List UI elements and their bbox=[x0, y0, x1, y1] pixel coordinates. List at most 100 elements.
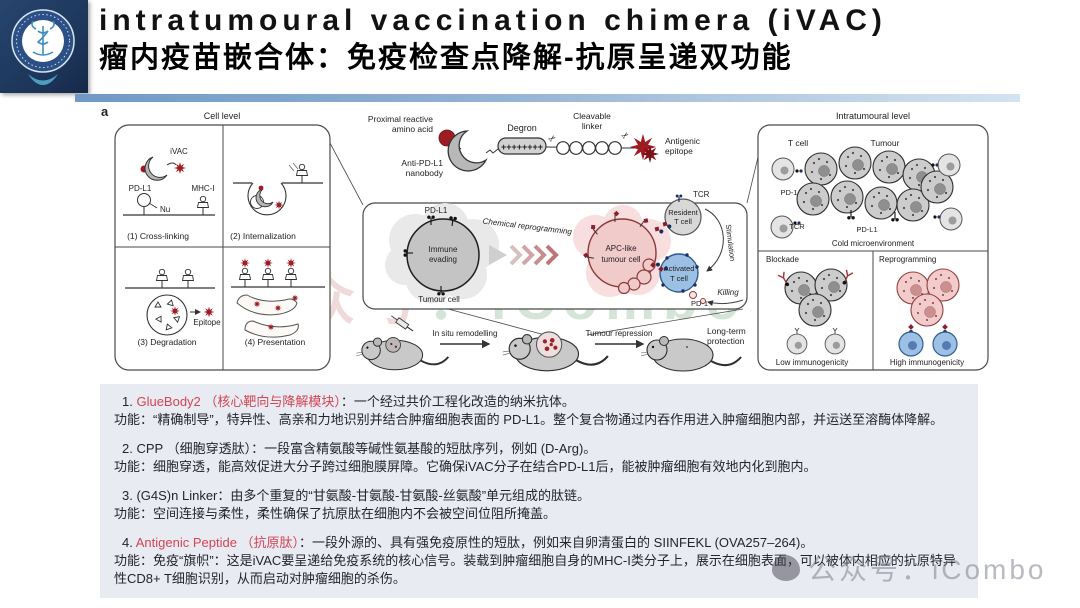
apc-like-cell bbox=[910, 293, 944, 327]
nanobody-crescent-large bbox=[447, 130, 488, 172]
reactive-aa-dot bbox=[258, 185, 264, 191]
apc-like-label2: tumour cell bbox=[601, 255, 640, 264]
activated-t-cell bbox=[659, 253, 699, 293]
step-degradation: Epitope (3) Degradation bbox=[125, 268, 221, 347]
tcr-label: TCR bbox=[789, 222, 805, 231]
cold-microenvironment-label: Cold microenvironment bbox=[832, 239, 915, 248]
pd1-label: PD-1 bbox=[780, 188, 797, 197]
epitope-star bbox=[274, 200, 284, 210]
step2-caption: (2) Internalization bbox=[230, 231, 296, 241]
activated-label2: T cell bbox=[670, 274, 688, 283]
seal-swoosh bbox=[28, 74, 58, 85]
note-function-text: 功能：空间连接与柔性，柔性确保了抗原肽在细胞内不会被空间位阻所掩盖。 bbox=[114, 506, 557, 521]
nu-pointer bbox=[148, 202, 158, 209]
pd1-pdl1-contacts bbox=[793, 163, 941, 225]
reprogramming-label: Reprogramming bbox=[879, 255, 936, 264]
mouse-tail bbox=[575, 355, 609, 366]
epitope-star bbox=[286, 258, 296, 268]
watermark-corner: 公众号：iCombo bbox=[772, 548, 1046, 588]
antigenic-epitope-label2: epitope bbox=[665, 146, 693, 156]
mouse-timeline: In situ remodelling Tumour repression bbox=[356, 315, 746, 372]
immune-evading-tumour-cell bbox=[406, 218, 480, 292]
tumour-cell bbox=[804, 152, 838, 186]
tumour-cell-label: Tumour cell bbox=[418, 295, 460, 304]
institution-seal bbox=[11, 9, 75, 85]
pdl1-label: PD-L1 bbox=[856, 225, 877, 234]
figure-panel-a: a Cell level iVAC PD-L1 Nu MHC-I bbox=[101, 105, 989, 372]
reprogramming-chevrons bbox=[509, 244, 559, 266]
linker-bead-chain bbox=[556, 141, 622, 155]
note-item-4: 4. Antigenic Peptide （抗原肽）：一段外源的、具有强免疫原性… bbox=[114, 534, 964, 588]
activated-t-cell-studs bbox=[661, 253, 699, 293]
ivac-label: iVAC bbox=[170, 147, 188, 156]
watermark-icon bbox=[772, 555, 800, 581]
panel-label-a: a bbox=[101, 105, 109, 119]
in-situ-remodelling-label: In situ remodelling bbox=[433, 329, 498, 338]
resident-label: Resident bbox=[668, 208, 699, 217]
note-function-text: 功能：免疫“旗帜”：这是iVAC要呈递给免疫系统的核心信号。装载到肿瘤细胞自身的… bbox=[114, 553, 956, 586]
mouse-protected bbox=[640, 336, 742, 372]
tumour-cell bbox=[872, 150, 906, 184]
watermark-corner-text: 公众号：iCombo bbox=[808, 554, 1047, 585]
killing-label: Killing bbox=[717, 288, 739, 297]
t-cell bbox=[939, 207, 963, 231]
t-cell bbox=[771, 157, 795, 181]
accent-divider-bar bbox=[75, 94, 1020, 102]
step-internalization: (2) Internalization bbox=[230, 162, 323, 241]
pdl1-label: PD-L1 bbox=[129, 184, 152, 193]
mouse-injected bbox=[356, 315, 450, 371]
nanobody-label2: nanobody bbox=[406, 168, 444, 178]
step-cross-linking: iVAC PD-L1 Nu MHC-I (1) Cross-linking bbox=[123, 147, 215, 241]
immune-evading-label2: evading bbox=[429, 255, 457, 264]
callout-line-left bbox=[329, 142, 364, 206]
er-body bbox=[236, 294, 298, 316]
institution-logo bbox=[0, 0, 88, 93]
tcr-label: TCR bbox=[693, 190, 710, 199]
mhc1-label: MHC-I bbox=[191, 184, 214, 193]
epitope-label: Epitope bbox=[193, 318, 221, 327]
apc-like-label: APC-like bbox=[605, 244, 637, 253]
note-number: 4. bbox=[122, 535, 133, 550]
resident-label2: T cell bbox=[674, 217, 692, 226]
step-presentation: (4) Presentation bbox=[231, 258, 325, 347]
tumour-red-speckles bbox=[542, 338, 558, 352]
nanobody-crescent bbox=[255, 188, 274, 208]
note-item-3: 3. (G4S)n Linker：由多个重复的“甘氨酸-甘氨酸-甘氨酸-丝氨酸”… bbox=[114, 487, 964, 523]
tumour-cell bbox=[796, 182, 830, 216]
degron-capsule bbox=[497, 137, 547, 155]
page-title-en: intratumoural vaccination chimera (iVAC) bbox=[99, 4, 887, 37]
nanobody-crescent bbox=[144, 156, 168, 181]
immune-evading-label: Immune bbox=[429, 245, 458, 254]
mouse-tail bbox=[710, 356, 742, 367]
caduceus-icon bbox=[31, 20, 55, 56]
note-title-text: (G4S)n Linker：由多个重复的“甘氨酸-甘氨酸-甘氨酸-丝氨酸”单元组… bbox=[136, 488, 591, 503]
proximal-aa-label: Proximal reactive bbox=[368, 114, 433, 124]
step3-caption: (3) Degradation bbox=[137, 337, 196, 347]
t-cell-label: T cell bbox=[788, 138, 808, 148]
mouse-tail bbox=[420, 356, 450, 366]
tumour-cell bbox=[830, 180, 864, 214]
ivac-molecule-schematic: Proximal reactive amino acid Anti-PD-L1 … bbox=[368, 111, 701, 178]
note-function-text: 功能：细胞穿透，能高效促进大分子跨过细胞膜屏障。它确保iVAC分子在结合PD-L… bbox=[114, 459, 817, 474]
killing-arrow bbox=[707, 299, 744, 307]
note-highlight: GlueBody2 （核心靶向与降解模块） bbox=[136, 394, 341, 409]
mouse-tumour-gray bbox=[385, 337, 401, 353]
callout-line-v-left bbox=[447, 308, 546, 336]
pd1-label: PD-1 bbox=[691, 299, 708, 308]
activated-label: Activated bbox=[664, 264, 695, 273]
long-term-protection-label2: protection bbox=[707, 336, 745, 346]
slide-header: intratumoural vaccination chimera (iVAC)… bbox=[99, 2, 887, 77]
scissors-icon: ✂ bbox=[546, 132, 558, 145]
intratumoural-panel: Intratumoural level T cell Tumour bbox=[746, 111, 989, 371]
apc-cell-pseudopods bbox=[617, 258, 656, 295]
proximal-aa-label2: amino acid bbox=[392, 124, 433, 134]
mouse-tumour-repressed bbox=[502, 331, 609, 372]
inactive-t-cells bbox=[786, 327, 846, 355]
mouse-tumour-red bbox=[535, 331, 563, 358]
activated-t-cell-small bbox=[898, 331, 924, 357]
note-item-2: 2. CPP （细胞穿透肽）：一段富含精氨酸等碱性氨基酸的短肽序列，例如 (D-… bbox=[114, 440, 964, 476]
tumour-cell bbox=[838, 146, 872, 180]
antigenic-epitope-label: Antigenic bbox=[665, 136, 701, 146]
pdl1-label: PD-L1 bbox=[425, 206, 448, 215]
